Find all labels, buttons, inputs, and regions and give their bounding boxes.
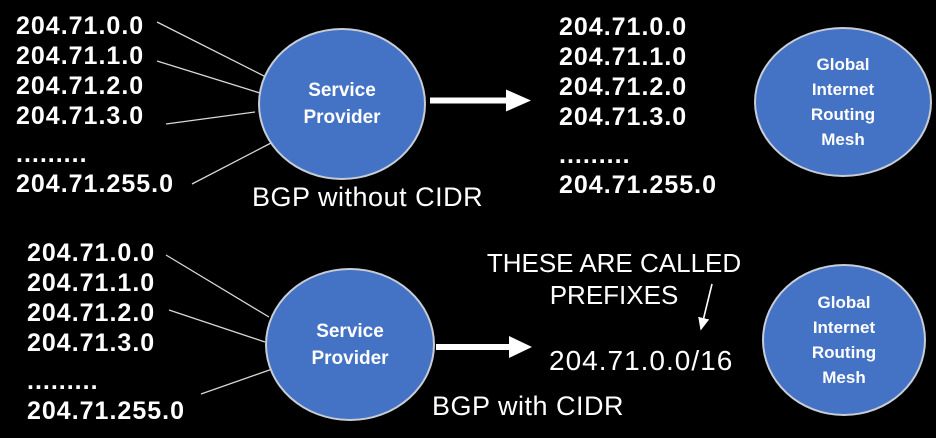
ip-row: 204.71.255.0 xyxy=(27,397,185,425)
ip-ellipsis-row: ......... xyxy=(27,367,99,395)
node-label-line: Provider xyxy=(303,107,381,128)
ip-row: 204.71.2.0 xyxy=(559,73,688,101)
top-right-ip-list: 204.71.0.0 204.71.1.0 204.71.2.0 204.71.… xyxy=(559,12,717,200)
ip-row: 204.71.3.0 xyxy=(16,102,145,130)
ip-ellipsis-row: ......... xyxy=(559,141,631,169)
ip-row: 204.71.3.0 xyxy=(27,329,156,357)
service-provider-node-bottom: Service Provider xyxy=(265,268,435,421)
ip-row: 204.71.0.0 xyxy=(559,13,688,41)
caption-bgp-with-cidr: BGP with CIDR xyxy=(432,391,625,421)
node-label-line: Global xyxy=(816,55,870,74)
node-label-line: Global xyxy=(817,293,871,312)
node-label-line: Service xyxy=(316,320,384,342)
node-label-line: Internet xyxy=(811,80,875,99)
global-internet-routing-mesh-node-bottom: Global Internet Routing Mesh xyxy=(762,264,926,416)
prefixes-annotation: THESE ARE CALLED PREFIXES xyxy=(468,247,760,311)
node-label-line: Mesh xyxy=(822,368,866,387)
ip-row: 204.71.255.0 xyxy=(559,171,717,199)
ip-row: 204.71.0.0 xyxy=(27,239,156,267)
node-label-line: Service xyxy=(308,80,376,101)
annotation-line: PREFIXES xyxy=(549,280,679,310)
ip-row: 204.71.255.0 xyxy=(16,170,174,198)
node-label-line: Routing xyxy=(811,343,877,362)
ip-row: 204.71.1.0 xyxy=(16,42,145,70)
global-internet-routing-mesh-node-top: Global Internet Routing Mesh xyxy=(754,27,932,177)
service-provider-node-top: Service Provider xyxy=(258,28,426,180)
ip-row: 204.71.3.0 xyxy=(559,103,688,131)
top-converging-lines xyxy=(156,21,272,185)
node-label-line: Internet xyxy=(812,318,876,337)
bottom-right-arrow-icon xyxy=(436,336,532,358)
bottom-left-ip-list: 204.71.0.0 204.71.1.0 204.71.2.0 204.71.… xyxy=(27,238,185,426)
ip-row: 204.71.0.0 xyxy=(16,12,145,40)
ip-row: 204.71.2.0 xyxy=(27,299,156,327)
node-label-line: Provider xyxy=(311,347,389,369)
ip-row: 204.71.1.0 xyxy=(27,269,156,297)
ip-row: 204.71.2.0 xyxy=(16,72,145,100)
ip-ellipsis-row: ......... xyxy=(16,140,88,168)
prefix-value: 204.71.0.0/16 xyxy=(549,345,734,376)
caption-bgp-without-cidr: BGP without CIDR xyxy=(252,182,484,212)
node-label-line: Routing xyxy=(810,105,876,124)
node-label-line: Mesh xyxy=(821,130,865,149)
top-left-ip-list: 204.71.0.0 204.71.1.0 204.71.2.0 204.71.… xyxy=(16,11,174,199)
ip-row: 204.71.1.0 xyxy=(559,43,688,71)
annotation-line: THESE ARE CALLED xyxy=(486,248,742,278)
top-right-arrow-icon xyxy=(430,89,531,112)
